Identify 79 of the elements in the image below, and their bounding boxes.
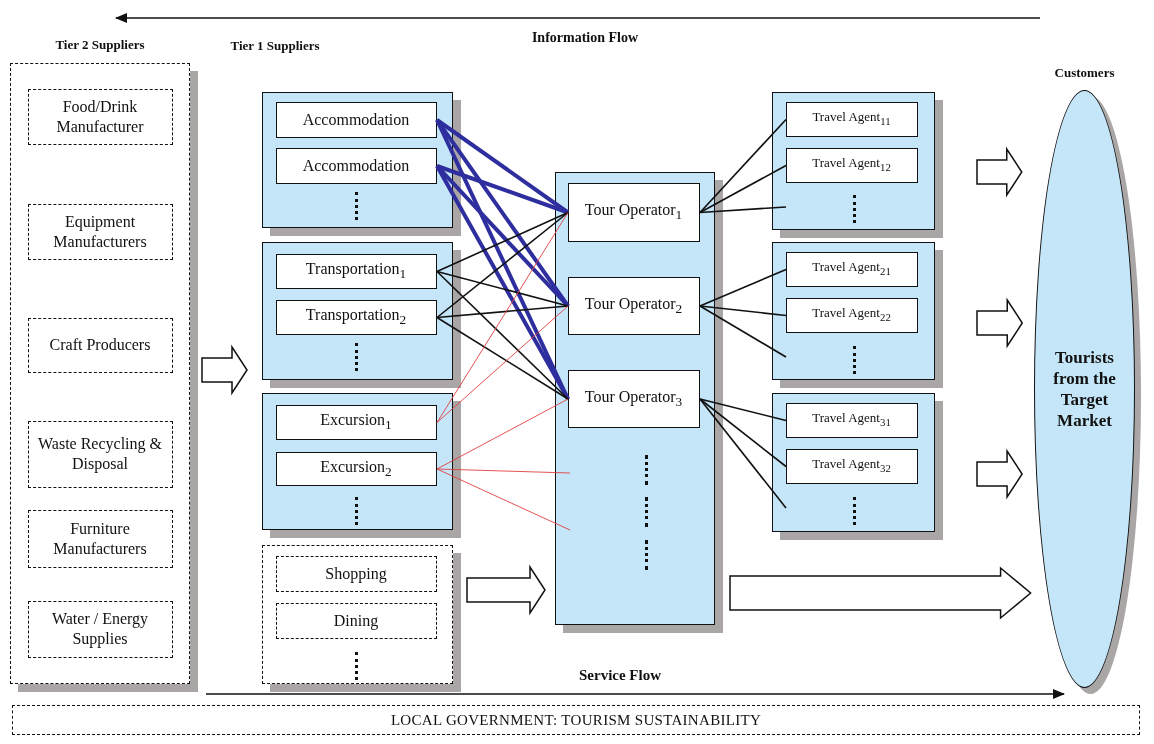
process-box xyxy=(567,276,700,335)
dashed-supplier-box xyxy=(275,602,437,639)
dashed-supplier-box xyxy=(27,420,173,488)
connector-line xyxy=(436,316,569,400)
node-label: Travel Agent$_{22}$ xyxy=(811,305,892,325)
flow-label: Service Flow xyxy=(578,667,662,684)
connector-line xyxy=(436,270,569,400)
node-label: Transportation$_{1}$ xyxy=(304,259,408,283)
node-label: Accommodation xyxy=(301,109,411,130)
node-label: Furniture Manufacturers xyxy=(52,518,148,559)
node-label: Travel Agent$_{32}$ xyxy=(811,456,892,476)
connector-line xyxy=(436,305,569,423)
dashed-supplier-box xyxy=(27,600,173,658)
node-label: Travel Agent$_{21}$ xyxy=(811,259,892,279)
agent-box xyxy=(785,448,918,484)
node-label: Transportation$_{2}$ xyxy=(304,305,408,329)
connector-line xyxy=(436,468,571,531)
flow-label: Information Flow xyxy=(531,30,639,46)
node-label: Craft Producers xyxy=(48,335,152,355)
node-label: Equipment Manufacturers xyxy=(52,211,148,252)
process-box xyxy=(275,101,437,138)
connector-line xyxy=(699,398,787,468)
dashed-supplier-box xyxy=(27,203,173,260)
agent-box xyxy=(785,297,918,333)
connector-line xyxy=(436,164,569,215)
connector-line xyxy=(436,211,569,273)
dashed-supplier-box xyxy=(275,555,437,592)
process-box xyxy=(275,147,437,184)
agent-box xyxy=(785,251,918,287)
connector-line xyxy=(699,305,787,317)
government-band xyxy=(12,705,1140,735)
node-label: Travel Agent$_{12}$ xyxy=(811,155,892,175)
block-arrow xyxy=(976,146,1023,198)
agent-box xyxy=(785,101,918,137)
connector-line xyxy=(436,468,571,474)
node-label: Food/Drink Manufacturer xyxy=(55,96,145,137)
node-label: Dining xyxy=(332,610,380,631)
connector-line xyxy=(436,305,569,319)
connector-line xyxy=(699,398,787,509)
connector-line xyxy=(435,118,570,215)
node-label: Tour Operator$_{2}$ xyxy=(583,293,684,318)
block-arrow xyxy=(466,564,546,616)
process-box xyxy=(275,451,437,486)
process-box xyxy=(567,182,700,242)
node-label: Waste Recycling & Disposal xyxy=(37,434,163,474)
group-heading: Tier 2 Suppliers xyxy=(54,37,146,53)
process-box xyxy=(567,369,700,428)
process-box xyxy=(275,299,437,335)
agent-box xyxy=(785,402,918,438)
node-label: Travel Agent$_{11}$ xyxy=(811,109,892,129)
node-label: Shopping xyxy=(324,563,388,584)
node-label: Excursion$_{1}$ xyxy=(319,410,393,434)
node-label: Excursion$_{2}$ xyxy=(319,456,393,481)
connector-line xyxy=(435,165,570,400)
block-arrow xyxy=(976,297,1024,349)
block-arrow xyxy=(976,448,1023,500)
node-label: Tour Operator$_{3}$ xyxy=(583,386,684,411)
connector-line xyxy=(699,305,787,358)
node-label: LOCAL GOVERNMENT: TOURISM SUSTAINABILITY xyxy=(389,710,763,730)
node-label: Travel Agent$_{31}$ xyxy=(811,410,892,430)
connector-line xyxy=(436,211,569,319)
connector-line xyxy=(436,212,569,423)
node-label: Accommodation xyxy=(301,155,411,176)
connector-line xyxy=(699,118,787,214)
block-arrow xyxy=(729,566,1032,620)
process-box xyxy=(275,253,437,289)
process-box xyxy=(275,404,437,440)
dashed-supplier-box xyxy=(27,88,173,145)
group-heading: Customers xyxy=(1053,65,1116,81)
dashed-supplier-box xyxy=(27,317,173,373)
node-label: Tourists from the Target Market xyxy=(1052,346,1117,432)
node-label: Tour Operator$_{1}$ xyxy=(583,200,684,224)
node-label: Water / Energy Supplies xyxy=(50,609,150,649)
connector-line xyxy=(699,398,787,422)
connector-line xyxy=(699,206,787,214)
connector-line xyxy=(436,398,569,470)
flow-label: Tier 1 Suppliers xyxy=(230,38,320,54)
agent-box xyxy=(785,147,918,183)
dashed-supplier-box xyxy=(27,509,173,568)
